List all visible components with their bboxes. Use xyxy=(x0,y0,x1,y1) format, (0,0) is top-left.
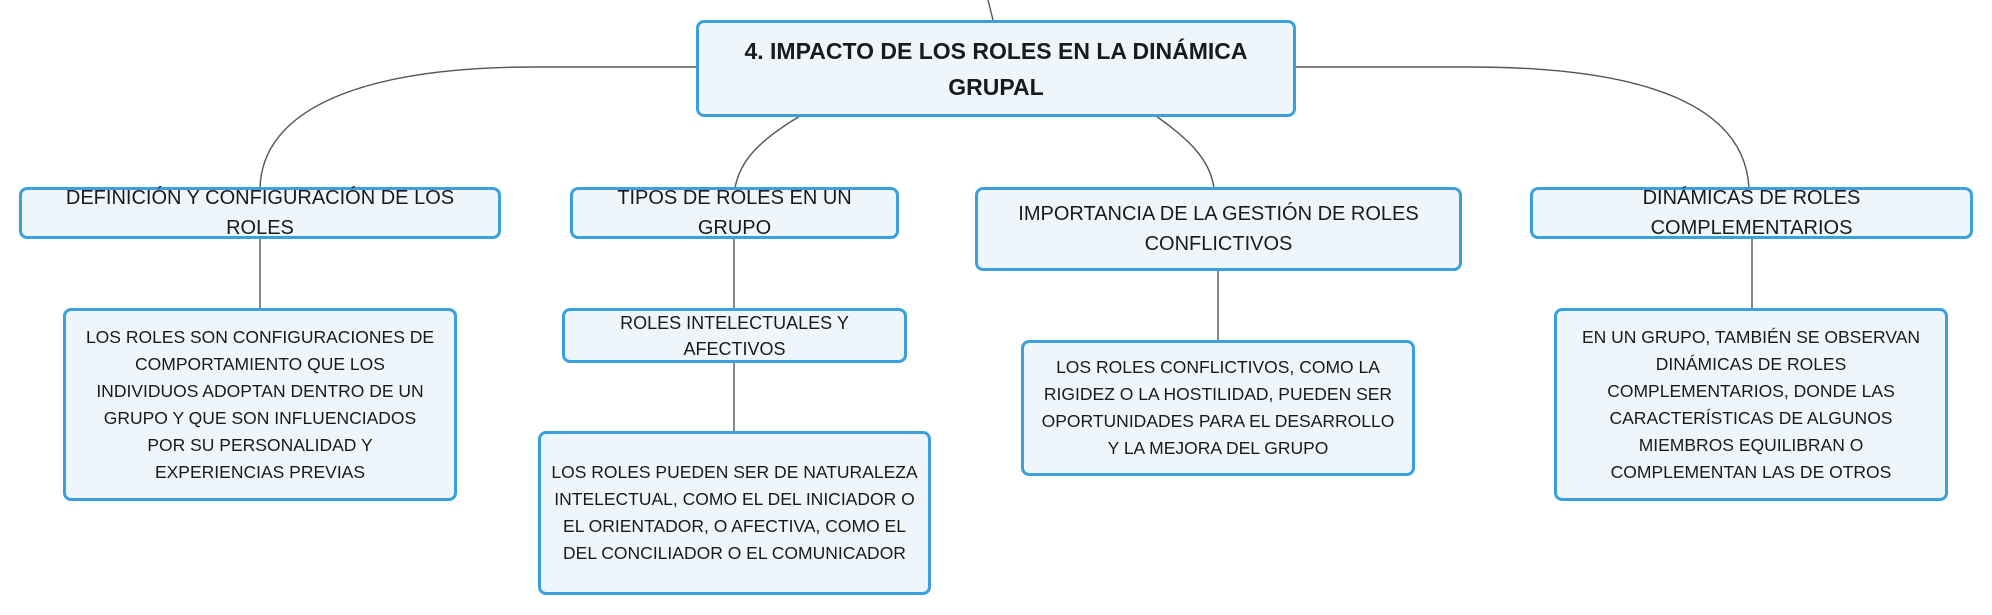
detail-definicion-text: LOS ROLES SON CONFIGURACIONES DE COMPORT… xyxy=(85,326,435,482)
topic-dinamicas[interactable]: DINÁMICAS DE ROLES COMPLEMENTARIOS xyxy=(1530,187,1973,239)
detail-definicion[interactable]: LOS ROLES SON CONFIGURACIONES DE COMPORT… xyxy=(63,308,457,501)
connector-parent-to-root xyxy=(987,0,994,21)
detail-importancia-text: LOS ROLES CONFLICTIVOS, COMO LA RIGIDEZ … xyxy=(1041,357,1395,458)
detail-importancia[interactable]: LOS ROLES CONFLICTIVOS, COMO LA RIGIDEZ … xyxy=(1021,340,1415,476)
topic-definicion[interactable]: DEFINICIÓN Y CONFIGURACIÓN DE LOS ROLES xyxy=(19,187,501,239)
topic-definicion-title: DEFINICIÓN Y CONFIGURACIÓN DE LOS ROLES xyxy=(65,187,455,239)
central-topic[interactable]: 4. IMPACTO DE LOS ROLES EN LA DINÁMICA G… xyxy=(696,20,1296,117)
detail-tipos[interactable]: LOS ROLES PUEDEN SER DE NATURALEZA INTEL… xyxy=(538,431,931,595)
topic-tipos-title: TIPOS DE ROLES EN UN GRUPO xyxy=(617,187,852,239)
subtopic-roles-intelectuales[interactable]: ROLES INTELECTUALES Y AFECTIVOS xyxy=(562,308,907,363)
topic-dinamicas-title: DINÁMICAS DE ROLES COMPLEMENTARIOS xyxy=(1642,187,1861,239)
connector-root-to-definicion xyxy=(259,66,697,189)
detail-tipos-text: LOS ROLES PUEDEN SER DE NATURALEZA INTEL… xyxy=(551,462,918,563)
connector-root-to-dinamicas xyxy=(1295,66,1750,189)
subtopic-roles-intelectuales-title: ROLES INTELECTUALES Y AFECTIVOS xyxy=(620,312,849,359)
topic-importancia[interactable]: IMPORTANCIA DE LA GESTIÓN DE ROLES CONFL… xyxy=(975,187,1462,271)
topic-importancia-title: IMPORTANCIA DE LA GESTIÓN DE ROLES CONFL… xyxy=(1018,203,1419,255)
detail-dinamicas-text: EN UN GRUPO, TAMBIÉN SE OBSERVAN DINÁMIC… xyxy=(1581,326,1921,482)
central-topic-title: 4. IMPACTO DE LOS ROLES EN LA DINÁMICA G… xyxy=(744,37,1248,100)
topic-tipos[interactable]: TIPOS DE ROLES EN UN GRUPO xyxy=(570,187,899,239)
connector-root-to-tipos xyxy=(734,115,801,189)
connector-root-to-importancia xyxy=(1155,115,1215,189)
detail-dinamicas[interactable]: EN UN GRUPO, TAMBIÉN SE OBSERVAN DINÁMIC… xyxy=(1554,308,1948,501)
